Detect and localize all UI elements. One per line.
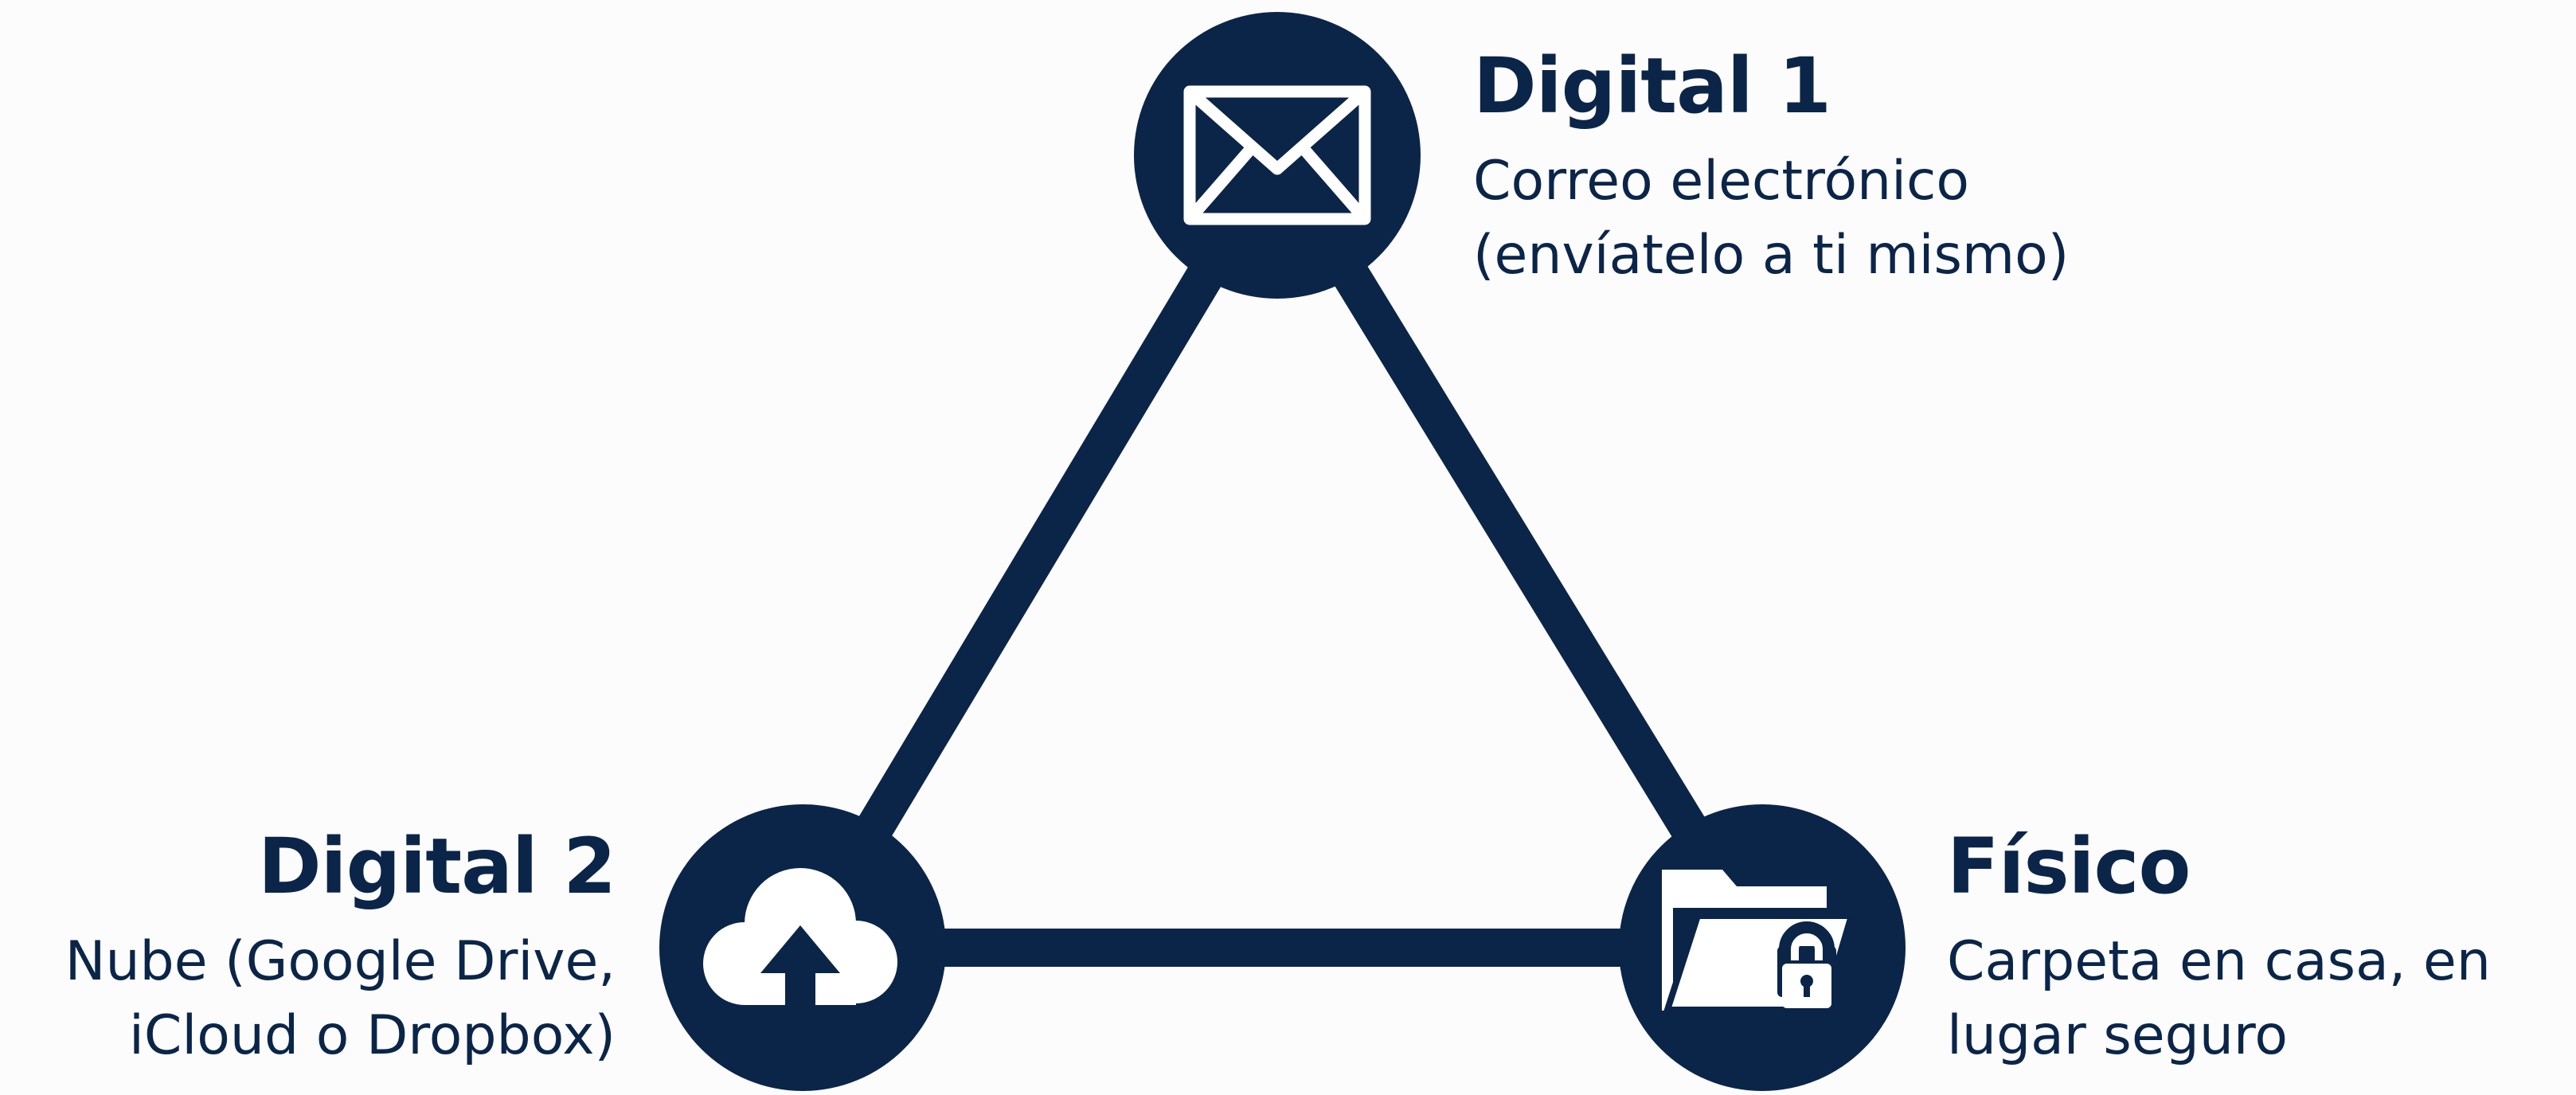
node-digital2-desc-line2: iCloud o Dropbox) <box>128 1004 616 1068</box>
node-digital2-title: Digital 2 <box>257 822 616 911</box>
node-fisico-title: Físico <box>1947 822 2191 911</box>
cloud-upload-icon <box>703 868 897 1005</box>
node-fisico-label: Físico Carpeta en casa, en lugar seguro <box>1947 822 2491 1073</box>
node-digital2-label: Digital 2 Nube (Google Drive, iCloud o D… <box>64 822 616 1073</box>
node-digital2-desc-line1: Nube (Google Drive, <box>64 929 616 993</box>
edge-digital1-fisico <box>1258 136 1781 967</box>
edge-digital1-digital2 <box>784 136 1296 967</box>
node-digital1-desc-line2: (envíatelo a ti mismo) <box>1473 224 2070 287</box>
node-fisico-desc-line1: Carpeta en casa, en <box>1947 929 2491 993</box>
node-digital1-label: Digital 1 Correo electrónico (envíatelo … <box>1473 41 2070 293</box>
node-digital1-title: Digital 1 <box>1473 41 1831 131</box>
folder-lock-icon <box>1662 870 1856 1013</box>
node-digital1-desc-line1: Correo electrónico <box>1473 149 1970 213</box>
envelope-icon <box>1183 85 1371 225</box>
node-fisico-desc-line2: lugar seguro <box>1947 1004 2288 1068</box>
